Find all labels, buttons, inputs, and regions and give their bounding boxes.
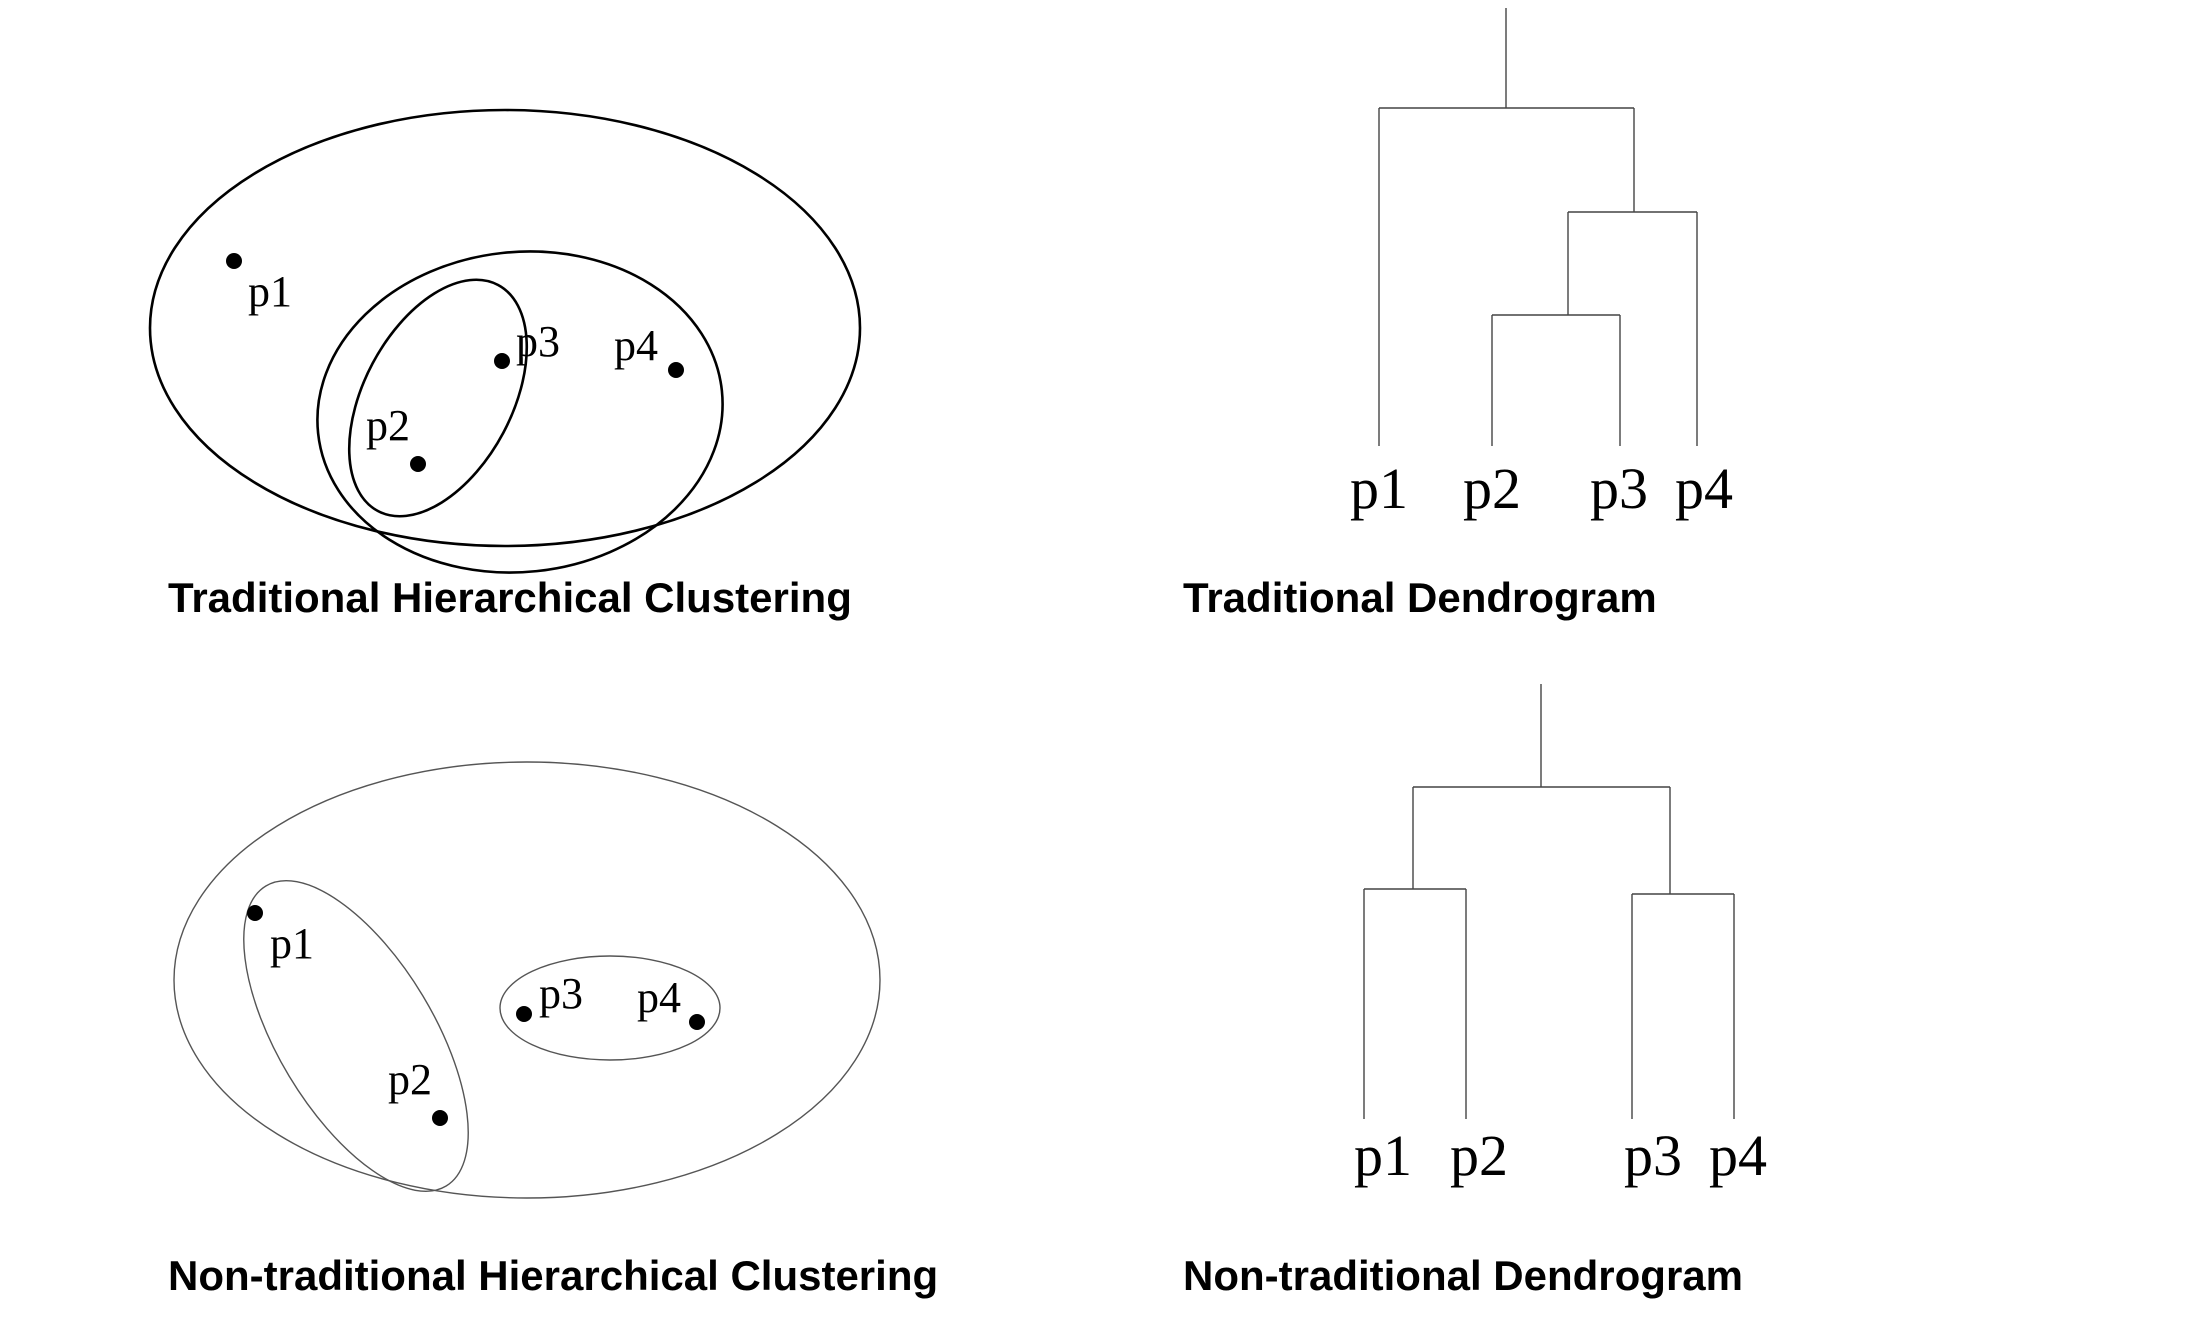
dendrogram-leaf-p1: p1 [1354, 1123, 1412, 1188]
dendrogram-leaf-p4: p4 [1675, 456, 1733, 521]
dendrogram-leaf-p4: p4 [1709, 1123, 1767, 1188]
dendrogram-leaf-p2: p2 [1463, 456, 1521, 521]
traditional-clustering-caption: Traditional Hierarchical Clustering [168, 574, 852, 621]
point-p4-label: p4 [637, 973, 681, 1022]
point-p1-label: p1 [270, 919, 314, 968]
point-p2-dot [432, 1110, 448, 1126]
cluster-outer-ellipse [173, 761, 881, 1199]
dendrogram-leaf-p1: p1 [1350, 456, 1408, 521]
point-p4-label: p4 [614, 321, 658, 370]
nontraditional-dendrogram-caption: Non-traditional Dendrogram [1183, 1252, 1743, 1299]
dendrogram-leaf-p2: p2 [1450, 1123, 1508, 1188]
nontraditional-clustering-caption: Non-traditional Hierarchical Clustering [168, 1252, 938, 1299]
point-p4-dot [668, 362, 684, 378]
point-p4-dot [689, 1014, 705, 1030]
point-p1-dot [247, 905, 263, 921]
point-p3-label: p3 [539, 969, 583, 1018]
nontraditional-clustering-panel: p1 p2 p3 p4 Non-traditional Hierarchical… [168, 761, 938, 1299]
traditional-dendrogram-caption: Traditional Dendrogram [1183, 574, 1657, 621]
point-p2-label: p2 [388, 1055, 432, 1104]
traditional-clustering-panel: p1 p2 p3 p4 Traditional Hierarchical Clu… [148, 108, 862, 621]
point-p1-dot [226, 253, 242, 269]
dendrogram-leaf-p3: p3 [1624, 1123, 1682, 1188]
point-p3-dot [516, 1006, 532, 1022]
cluster-p3-p4-ellipse [499, 955, 721, 1061]
point-p1-label: p1 [248, 267, 292, 316]
cluster-middle-ellipse [316, 250, 724, 574]
cluster-outer-ellipse [148, 108, 862, 548]
point-p2-dot [410, 456, 426, 472]
point-p3-label: p3 [516, 317, 560, 366]
cluster-p1-p2-ellipse [243, 880, 469, 1192]
cluster-inner-ellipse [347, 278, 529, 518]
nontraditional-dendrogram-panel: p1 p2 p3 p4 Non-traditional Dendrogram [1183, 684, 1767, 1299]
point-p2-label: p2 [366, 401, 410, 450]
dendrogram-leaf-p3: p3 [1590, 456, 1648, 521]
point-p3-dot [494, 353, 510, 369]
traditional-dendrogram-panel: p1 p2 p3 p4 Traditional Dendrogram [1183, 8, 1733, 621]
